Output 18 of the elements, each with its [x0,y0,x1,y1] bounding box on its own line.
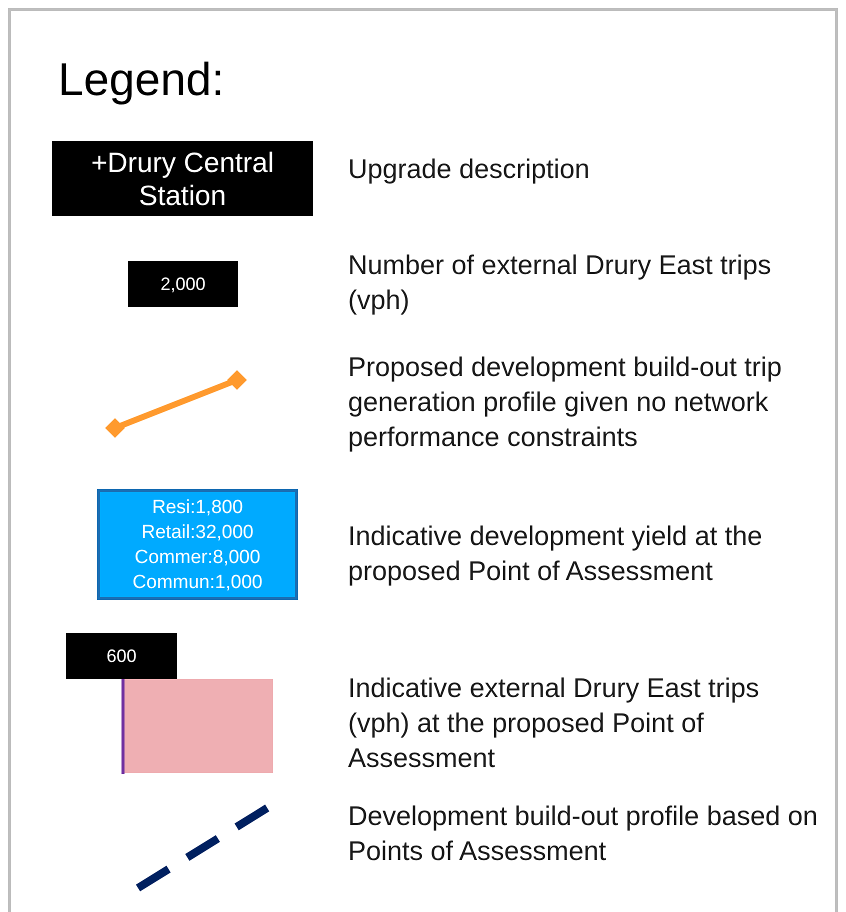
station-label-box [52,141,313,216]
box-text: Retail:32,000 [142,520,254,544]
legend-text: Indicative external Drury East trips (vph) at the proposed Point of Assessment [348,672,760,775]
legend-text: Proposed development build-out trip generation profile given no network performance constraints [348,351,783,454]
box-text: 600 [106,644,137,668]
box-text: +Drury Central Station [90,146,275,212]
box-text: 2,000 [160,272,206,296]
yield-box [97,489,298,600]
trip-count-box [128,261,238,307]
legend-text: Indicative development yield at the proposed Point of Assessment [348,520,764,588]
box-text: Commer:8,000 [134,546,260,570]
trip-count-box [66,633,177,679]
box-text: Commun:1,000 [132,570,262,594]
legend-text: Upgrade description [348,153,591,186]
legend-title: Legend: [58,52,224,106]
box-text: Resi:1,800 [152,496,243,520]
legend-text: Development build-out profile based on Points of Assessment [348,800,818,868]
legend-text: Number of external Drury East trips (vph) [348,249,772,317]
